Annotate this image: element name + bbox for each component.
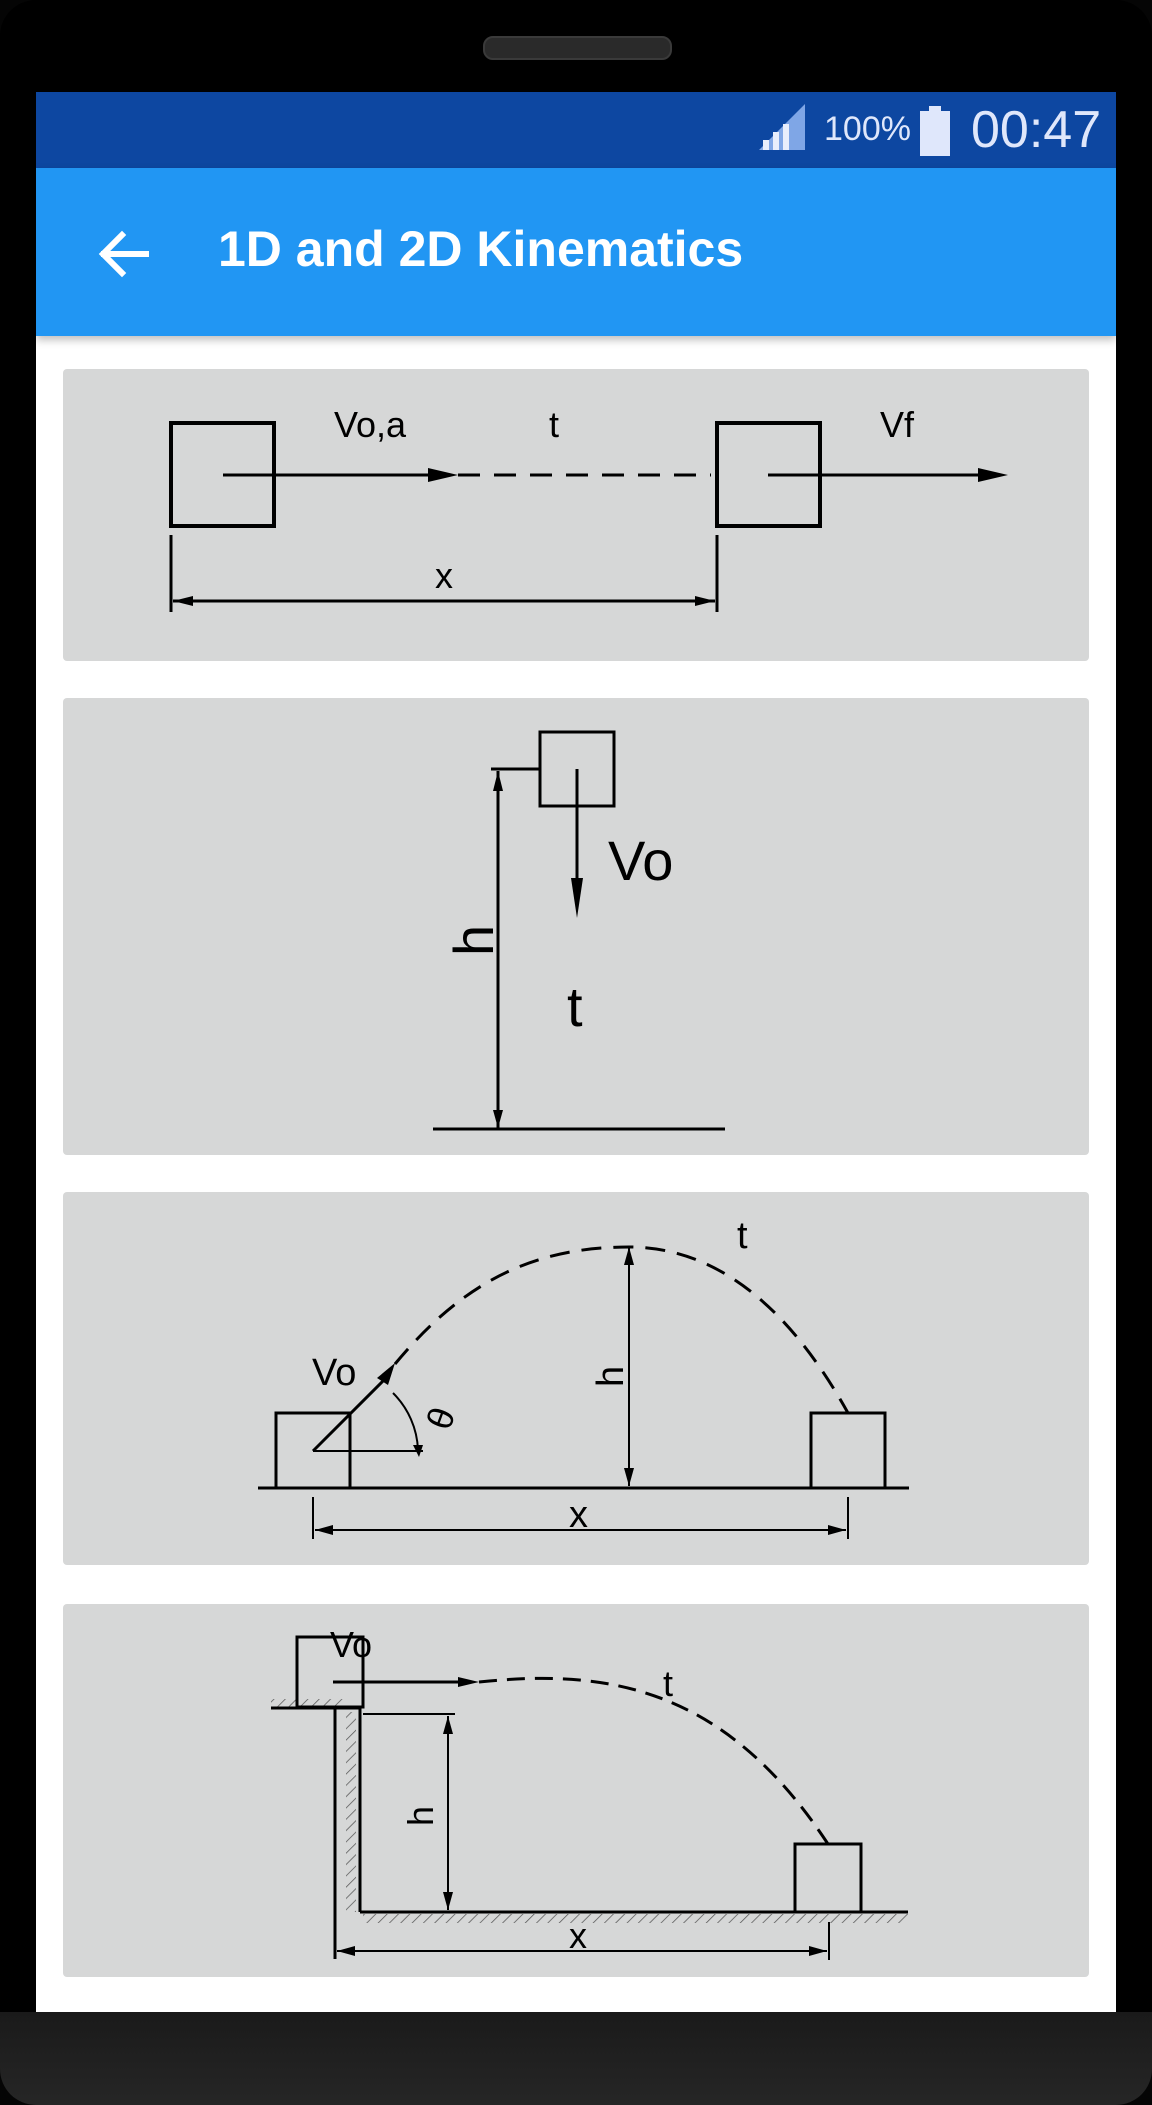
phone-bottom-bezel (0, 2012, 1152, 2105)
height-label: h (400, 1806, 441, 1826)
battery-percent: 100% (824, 110, 911, 148)
diagram-card-free-fall[interactable]: Vo t h (63, 698, 1089, 1155)
signal-icon (759, 104, 805, 150)
diagram-card-projectile-angle[interactable]: Vo θ h t x (63, 1192, 1089, 1565)
horizontal-launch-diagram: Vo t h x (271, 1624, 908, 1960)
time-label: t (663, 1663, 673, 1704)
status-clock: 00:47 (971, 101, 1102, 159)
velocity-label: Vo (312, 1352, 356, 1394)
height-label: h (590, 1366, 632, 1387)
time-label: t (567, 975, 583, 1038)
velocity-label: Vo (608, 829, 673, 892)
time-label: t (737, 1215, 748, 1257)
height-label: h (442, 925, 505, 956)
final-velocity-label: Vf (880, 404, 915, 445)
arrow-left-icon[interactable] (92, 222, 156, 286)
distance-label: x (569, 1494, 588, 1536)
free-fall-diagram: Vo t h (433, 730, 725, 1131)
status-bar: 100% 00:47 (36, 92, 1116, 168)
page-title: 1D and 2D Kinematics (218, 221, 744, 277)
screen: 100% 00:47 1D and 2D Kinematics Vo,a (36, 92, 1116, 2012)
distance-label: x (569, 1915, 587, 1956)
distance-label: x (435, 555, 453, 596)
diagram-card-horizontal-launch[interactable]: Vo t h x (63, 1604, 1089, 1977)
velocity-accel-label: Vo,a (334, 404, 407, 445)
linear-motion-diagram: Vo,a t Vf x (169, 404, 1008, 612)
projectile-angle-diagram: Vo θ h t x (258, 1215, 909, 1539)
phone-speaker (483, 36, 672, 60)
velocity-label: Vo (330, 1624, 372, 1665)
diagram-card-linear-motion[interactable]: Vo,a t Vf x (63, 369, 1089, 661)
time-label: t (549, 404, 559, 445)
battery-icon (920, 106, 950, 156)
angle-label: θ (418, 1402, 463, 1435)
app-bar: 1D and 2D Kinematics (36, 168, 1116, 336)
